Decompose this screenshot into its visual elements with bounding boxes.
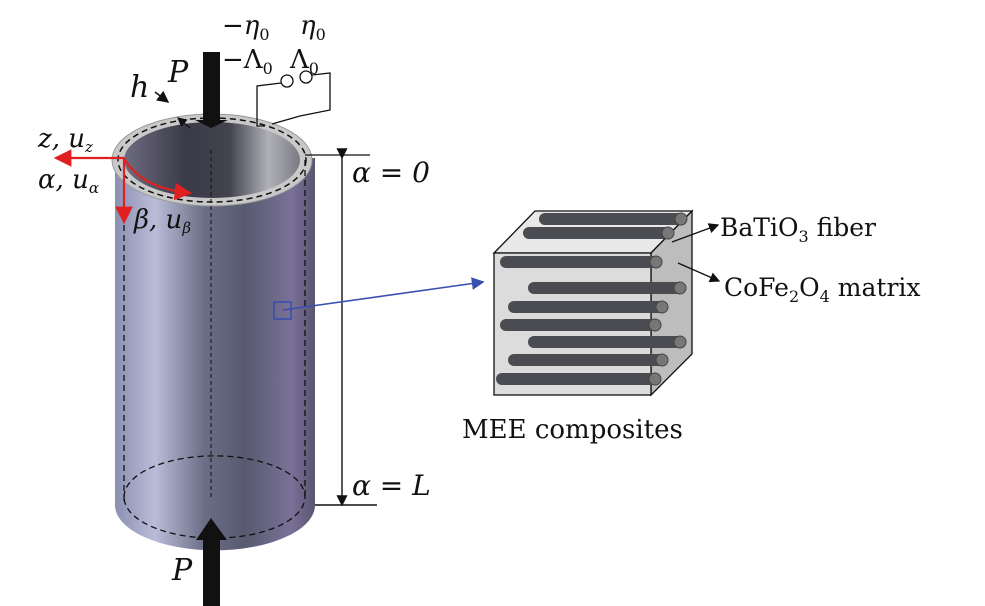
fiber (528, 282, 684, 294)
fiber (528, 336, 684, 348)
fiber-pointer-arrow (671, 223, 720, 243)
matrix-pointer-arrow (677, 262, 721, 283)
mid-surface-bottom-dashed (123, 455, 306, 539)
alpha-axis-arrow (123, 157, 193, 201)
cylinder-inner-bore (124, 122, 300, 198)
thickness-arrow-inner (177, 117, 191, 129)
top-load-label: P (167, 55, 189, 90)
bottom-load-arrow (196, 518, 227, 606)
potential-labels: −η0 η0 −Λ0 Λ0 (222, 11, 326, 78)
composite-caption: MEE composites (462, 415, 683, 445)
zoom-link-arrow (282, 277, 485, 311)
matrix-label: CoFe2O4 matrix (724, 273, 921, 306)
bottom-load-label: P (171, 553, 193, 588)
alpha-axis-label: α, uα (38, 165, 99, 197)
fiber-end (649, 255, 663, 269)
top-load-arrow (195, 52, 228, 128)
cylinder-body (115, 158, 315, 551)
fiber-end (673, 335, 687, 349)
magnetic-potential-positive: Λ0 (289, 45, 319, 78)
fiber (500, 256, 660, 268)
fiber-label: BaTiO3 fiber (720, 213, 876, 246)
fiber-end (655, 353, 669, 367)
circuit-wiring (256, 70, 370, 156)
fiber-group (496, 212, 688, 386)
fiber (500, 319, 659, 331)
z-axis-label: z, uz (37, 124, 93, 156)
cylinder (111, 113, 315, 551)
terminal-left (280, 74, 294, 88)
electric-potential-negative: −η0 (222, 11, 270, 44)
terminal-right (299, 70, 313, 84)
thickness-arrow-outer (154, 90, 170, 103)
dimension-top-label: α = 0 (352, 156, 430, 189)
fiber-end (674, 212, 688, 226)
magnetic-potential-negative: −Λ0 (222, 45, 273, 78)
coordinate-axes (53, 149, 193, 225)
beta-axis-label: β, uβ (133, 205, 191, 237)
zoom-region-marker (273, 301, 292, 320)
fiber-end (661, 226, 675, 240)
fiber (508, 301, 666, 313)
fiber-end (648, 372, 662, 386)
fiber (523, 227, 672, 239)
electric-potential-positive: η0 (300, 11, 326, 44)
length-dimension (315, 148, 377, 507)
fiber-end (655, 300, 669, 314)
thickness-label: h (130, 70, 149, 105)
fiber (539, 213, 685, 225)
fiber-end (673, 281, 687, 295)
fiber (496, 373, 659, 385)
dimension-bottom-label: α = L (352, 469, 431, 502)
fiber (508, 354, 666, 366)
fiber-end (648, 318, 662, 332)
